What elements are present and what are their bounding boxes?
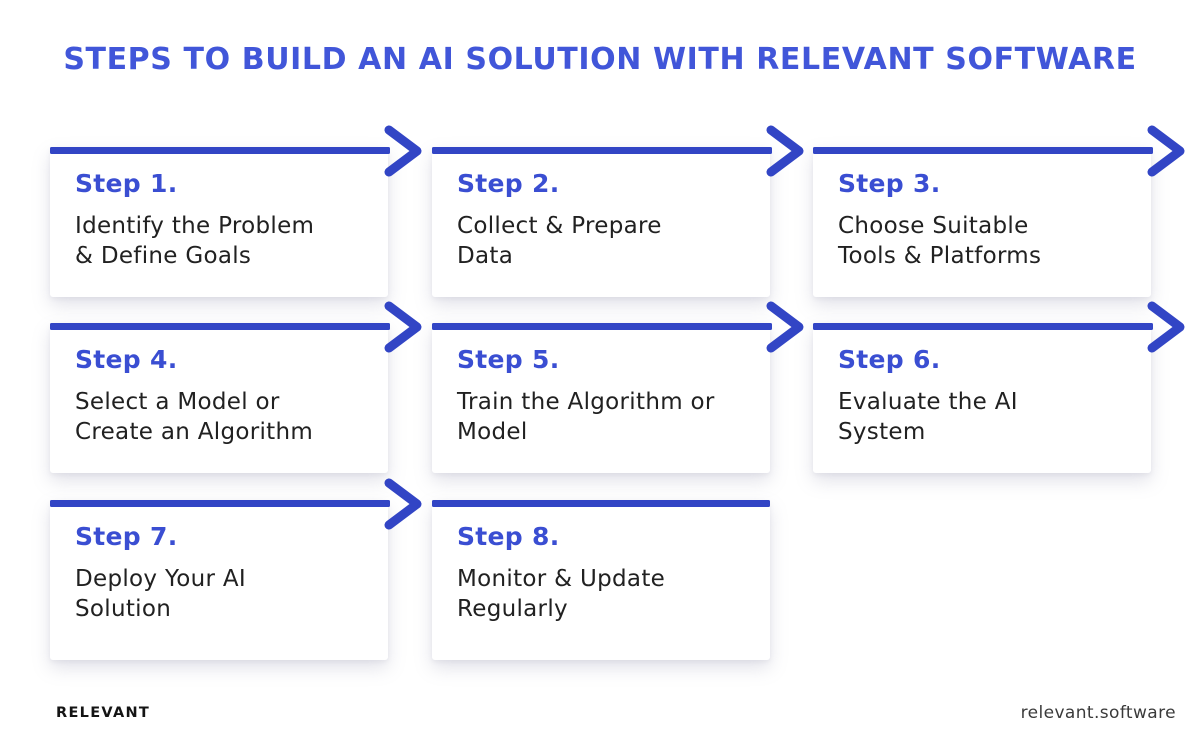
step-description: Train the Algorithm or Model [457,387,715,447]
arrow-shaft [50,147,390,154]
arrow-shaft [432,323,772,330]
step-card-6: Step 6. Evaluate the AI System [813,301,1185,473]
step-description-line: Train the Algorithm or [457,389,715,415]
arrow-shaft [432,500,770,507]
arrow-shaft [813,323,1153,330]
step-description-line: Model [457,419,528,445]
step-description-line: Solution [75,596,172,622]
arrow-shaft [50,500,390,507]
step-description: Deploy Your AI Solution [75,564,246,624]
step-label: Step 8. [457,522,560,551]
step-description-line: System [838,419,926,445]
step-description-line: & Define Goals [75,243,252,269]
arrow-shaft [813,147,1153,154]
step-card-5: Step 5. Train the Algorithm or Model [432,301,804,473]
step-description: Select a Model or Create an Algorithm [75,387,313,447]
arrow-shaft [432,147,772,154]
step-description-line: Deploy Your AI [75,566,246,592]
step-label: Step 1. [75,169,178,198]
arrow-head-icon [1147,125,1185,177]
step-description-line: Data [457,243,514,269]
step-description-line: Create an Algorithm [75,419,314,445]
arrow-head-icon [384,301,422,353]
arrow-shaft [50,323,390,330]
step-description-line: Select a Model or [75,389,280,415]
step-description-line: Monitor & Update [457,566,666,592]
step-card-4: Step 4. Select a Model or Create an Algori… [50,301,422,473]
step-card-7: Step 7. Deploy Your AI Solution [50,478,422,660]
step-label: Step 5. [457,345,560,374]
step-description-line: Regularly [457,596,568,622]
step-label: Step 6. [838,345,941,374]
step-description-line: Choose Suitable [838,213,1029,239]
brand-logo: RELEVANT [56,705,151,721]
arrow-head-icon [384,478,422,530]
step-description: Evaluate the AI System [838,387,1018,447]
step-label: Step 7. [75,522,178,551]
arrow-head-icon [766,125,804,177]
step-description-line: Collect & Prepare [457,213,662,239]
step-label: Step 3. [838,169,941,198]
step-card-1: Step 1. Identify the Problem & Define Goal… [50,125,422,297]
arrow-head-icon [1147,301,1185,353]
arrow-head-icon [384,125,422,177]
arrow-head-icon [766,301,804,353]
website-link: relevant.software [1020,703,1176,723]
step-description-line: Tools & Platforms [838,243,1042,269]
step-description-line: Identify the Problem [75,213,315,239]
step-description-line: Evaluate the AI [838,389,1018,415]
step-label: Step 2. [457,169,560,198]
page-title: STEPS TO BUILD AN AI SOLUTION WITH RELEV… [63,42,1137,77]
step-description: Identify the Problem & Define Goals [75,211,314,271]
step-label: Step 4. [75,345,178,374]
